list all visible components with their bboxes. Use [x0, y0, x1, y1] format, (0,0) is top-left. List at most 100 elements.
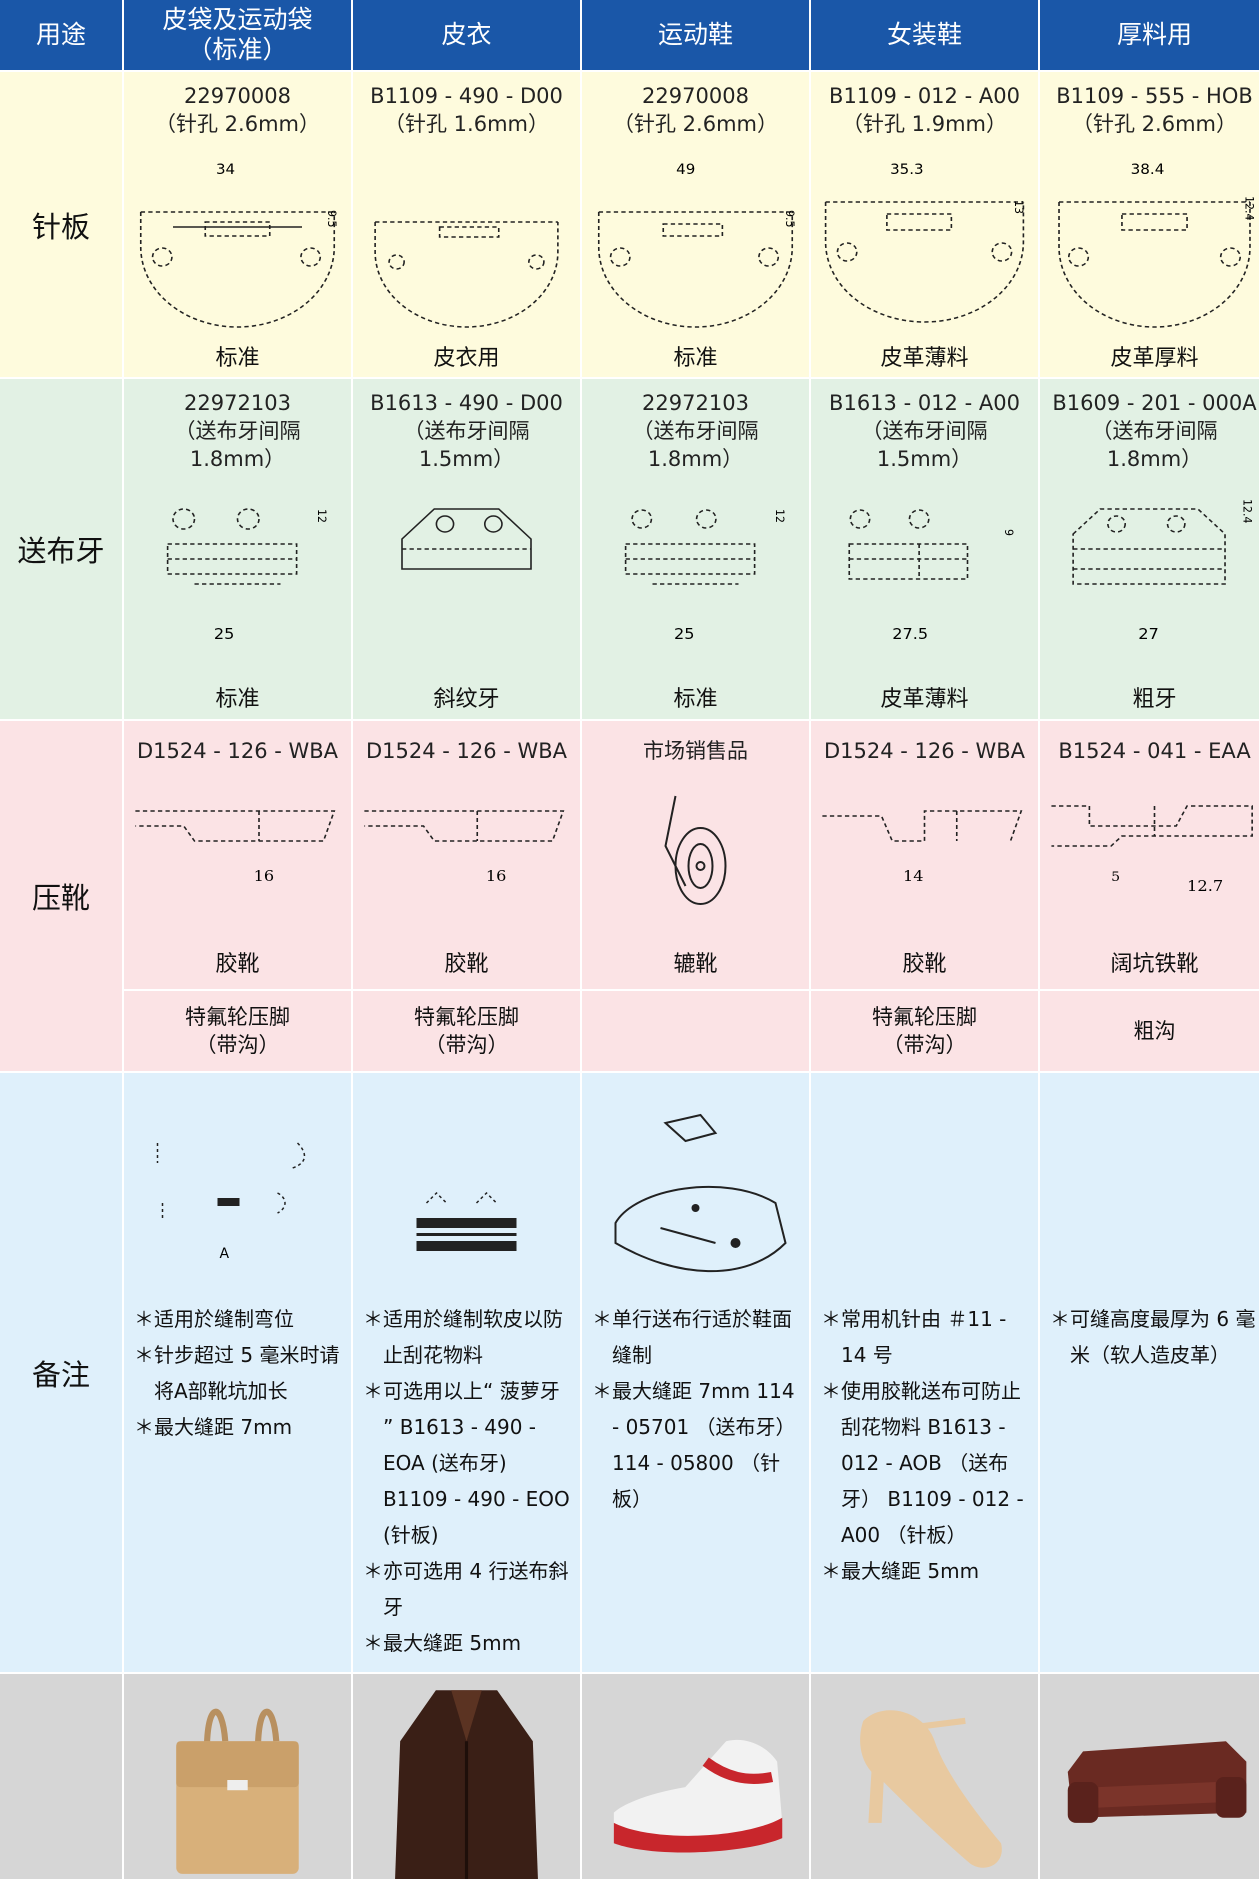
needle-plate-cell: 22970008 （针孔 2.6mm） 34 9.5 标准 [124, 72, 351, 377]
needle-plate-drawing [359, 152, 574, 332]
presser-foot-cell: D1524 - 126 - WBA 14 胶靴 [811, 721, 1038, 989]
notes-cell: ＊可缝高度最厚为 6 毫米（软人造皮革） [1040, 1073, 1259, 1672]
part-spec: （针孔 1.9mm） [842, 112, 1007, 136]
part-code: 22970008 [184, 84, 291, 108]
needle-plate-cell: 22970008 （针孔 2.6mm） 49 9.5 标准 [582, 72, 809, 377]
sofa-photo [1040, 1674, 1259, 1879]
notes-list: ＊常用机针由 ＃11 - 14 号 ＊使用胶靴送布可防止刮花物料 B1613 -… [821, 1307, 1024, 1583]
part-caption: 标准 [673, 346, 718, 371]
notes-cell: ＊单行送布行适於鞋面缝制 ＊最大缝距 7mm 114 - 05701 （送布牙）… [582, 1073, 809, 1672]
part-caption: 皮衣用 [433, 346, 500, 371]
foot-detail-drawing: A [134, 1123, 341, 1313]
leather-jacket-photo [353, 1674, 580, 1879]
needle-plate-cell: B1109 - 490 - D00 （针孔 1.6mm） 皮衣用 [353, 72, 580, 377]
notes-list: ＊适用於缝制软皮以防止刮花物料 ＊可选用以上“ 菠萝牙 ” B1613 - 49… [363, 1307, 570, 1655]
dim-width: 25 [674, 626, 695, 643]
presser-foot-drawing: 14 [817, 791, 1032, 911]
presser-foot-cell: D1524 - 126 - WBA 16 胶靴 [353, 721, 580, 989]
presser-foot-alt: 特氟轮压脚（带沟） [811, 991, 1038, 1071]
feed-dog-drawing: 27 12.4 [1046, 489, 1259, 669]
part-code: B1109 - 490 - D00 [370, 84, 563, 108]
part-spec: （送布牙间隔 [632, 419, 759, 443]
dim-width: 34 [216, 162, 235, 177]
part-code: 市场销售品 [643, 739, 748, 763]
feed-dog-cell: 22972103 （送布牙间隔 1.8mm） 25 12 标准 [124, 379, 351, 719]
dim-height: 12.4 [1240, 499, 1255, 523]
header-sneaker: 运动鞋 [582, 0, 809, 70]
part-code: D1524 - 126 - WBA [823, 739, 1026, 763]
part-code: B1609 - 201 - 000A [1052, 391, 1257, 415]
presser-foot-alt: 特氟轮压脚（带沟） [353, 991, 580, 1071]
dim-width: 16 [254, 868, 275, 885]
part-code: 22972103 [642, 391, 749, 415]
needle-plate-drawing: 34 9.5 [130, 152, 345, 332]
part-spec: 1.5mm） [418, 447, 515, 471]
part-caption: 胶靴 [215, 952, 260, 977]
row-label-presser-foot: 压靴 [0, 721, 122, 1071]
presser-foot-drawing: 16 [130, 791, 345, 911]
dim-width: 27 [1138, 625, 1159, 643]
part-spec: （针孔 2.6mm） [155, 112, 320, 136]
part-caption: 标准 [215, 346, 260, 371]
dim-height: 12 [773, 509, 787, 523]
needle-plate-cell: B1109 - 012 - A00 （针孔 1.9mm） 35.3 13 皮革薄… [811, 72, 1038, 377]
dim-width: 14 [903, 868, 924, 885]
notes-cell: ＊适用於缝制软皮以防止刮花物料 ＊可选用以上“ 菠萝牙 ” B1613 - 49… [353, 1073, 580, 1672]
needle-plate-drawing: 49 9.5 [588, 152, 803, 332]
part-caption: 胶靴 [444, 952, 489, 977]
presser-foot-cell: D1524 - 126 - WBA 16 胶靴 [124, 721, 351, 989]
dim-width: 27.5 [892, 626, 928, 643]
header-leather-jacket: 皮衣 [353, 0, 580, 70]
notes-list: ＊单行送布行适於鞋面缝制 ＊最大缝距 7mm 114 - 05701 （送布牙）… [592, 1307, 796, 1511]
notes-list: ＊适用於缝制弯位 ＊针步超过 5 毫米时请将A部靴坑加长 ＊最大缝距 7mm [134, 1307, 340, 1439]
dim-height: 9.5 [783, 210, 797, 227]
dim-height: 9 [1002, 529, 1016, 536]
part-a-label: A [220, 1246, 230, 1262]
part-caption: 粗牙 [1132, 687, 1177, 712]
notes-list: ＊可缝高度最厚为 6 毫米（软人造皮革） [1050, 1307, 1256, 1367]
needle-plate-drawing: 35.3 13 [817, 152, 1032, 332]
feed-dog-drawing: 27.5 9 [817, 489, 1032, 669]
dim-height: 12 [315, 509, 329, 523]
dim-width: 38.4 [1131, 162, 1165, 178]
part-code: 22972103 [184, 391, 291, 415]
part-code: D1524 - 126 - WBA [136, 739, 339, 763]
presser-foot-cell: 市场销售品 辘靴 [582, 721, 809, 989]
presser-foot-alt-empty [582, 991, 809, 1071]
needle-plate-cell: B1109 - 555 - HOB （针孔 2.6mm） 38.4 12.4 皮… [1040, 72, 1259, 377]
part-spec: 1.5mm） [876, 447, 973, 471]
dim-width: 16 [486, 868, 507, 885]
notes-cell: ＊常用机针由 ＃11 - 14 号 ＊使用胶靴送布可防止刮花物料 B1613 -… [811, 1073, 1038, 1672]
part-spec: 1.8mm） [189, 447, 286, 471]
row-label-feed-dog: 送布牙 [0, 379, 122, 719]
header-usage: 用途 [0, 0, 122, 70]
feed-dog-cell: B1609 - 201 - 000A （送布牙间隔 1.8mm） 27 12.4… [1040, 379, 1259, 719]
part-caption: 胶靴 [902, 952, 947, 977]
sneaker-photo [582, 1674, 809, 1879]
part-spec: （针孔 2.6mm） [1072, 112, 1237, 136]
bag-photo [124, 1674, 351, 1879]
part-code: B1613 - 012 - A00 [829, 391, 1020, 415]
part-caption: 斜纹牙 [433, 687, 500, 712]
header-heavy-material: 厚料用 [1040, 0, 1259, 70]
part-caption: 皮革薄料 [880, 346, 969, 371]
part-spec: （送布牙间隔 [403, 419, 530, 443]
notes-cell: A ＊适用於缝制弯位 ＊针步超过 5 毫米时请将A部靴坑加长 ＊最大缝距 7mm [124, 1073, 351, 1672]
part-caption: 辘靴 [673, 952, 718, 977]
part-code: B1613 - 490 - D00 [370, 391, 563, 415]
part-code: B1109 - 555 - HOB [1056, 84, 1253, 108]
part-spec: 1.8mm） [1106, 447, 1203, 471]
feed-dog-detail-drawing [363, 1123, 570, 1313]
part-caption: 皮革薄料 [880, 687, 969, 712]
part-spec: 1.8mm） [647, 447, 744, 471]
feed-dog-cell: 22972103 （送布牙间隔 1.8mm） 25 12 标准 [582, 379, 809, 719]
part-caption: 标准 [673, 687, 718, 712]
part-spec: （针孔 2.6mm） [613, 112, 778, 136]
part-spec: （针孔 1.6mm） [384, 112, 549, 136]
part-code: B1524 - 041 - EAA [1058, 739, 1251, 763]
dim-height: 5 [1111, 869, 1120, 884]
part-code: B1109 - 012 - A00 [829, 84, 1020, 108]
part-caption: 阔坑铁靴 [1110, 952, 1199, 977]
roller-foot-drawing [588, 786, 803, 921]
part-spec: （送布牙间隔 [861, 419, 988, 443]
